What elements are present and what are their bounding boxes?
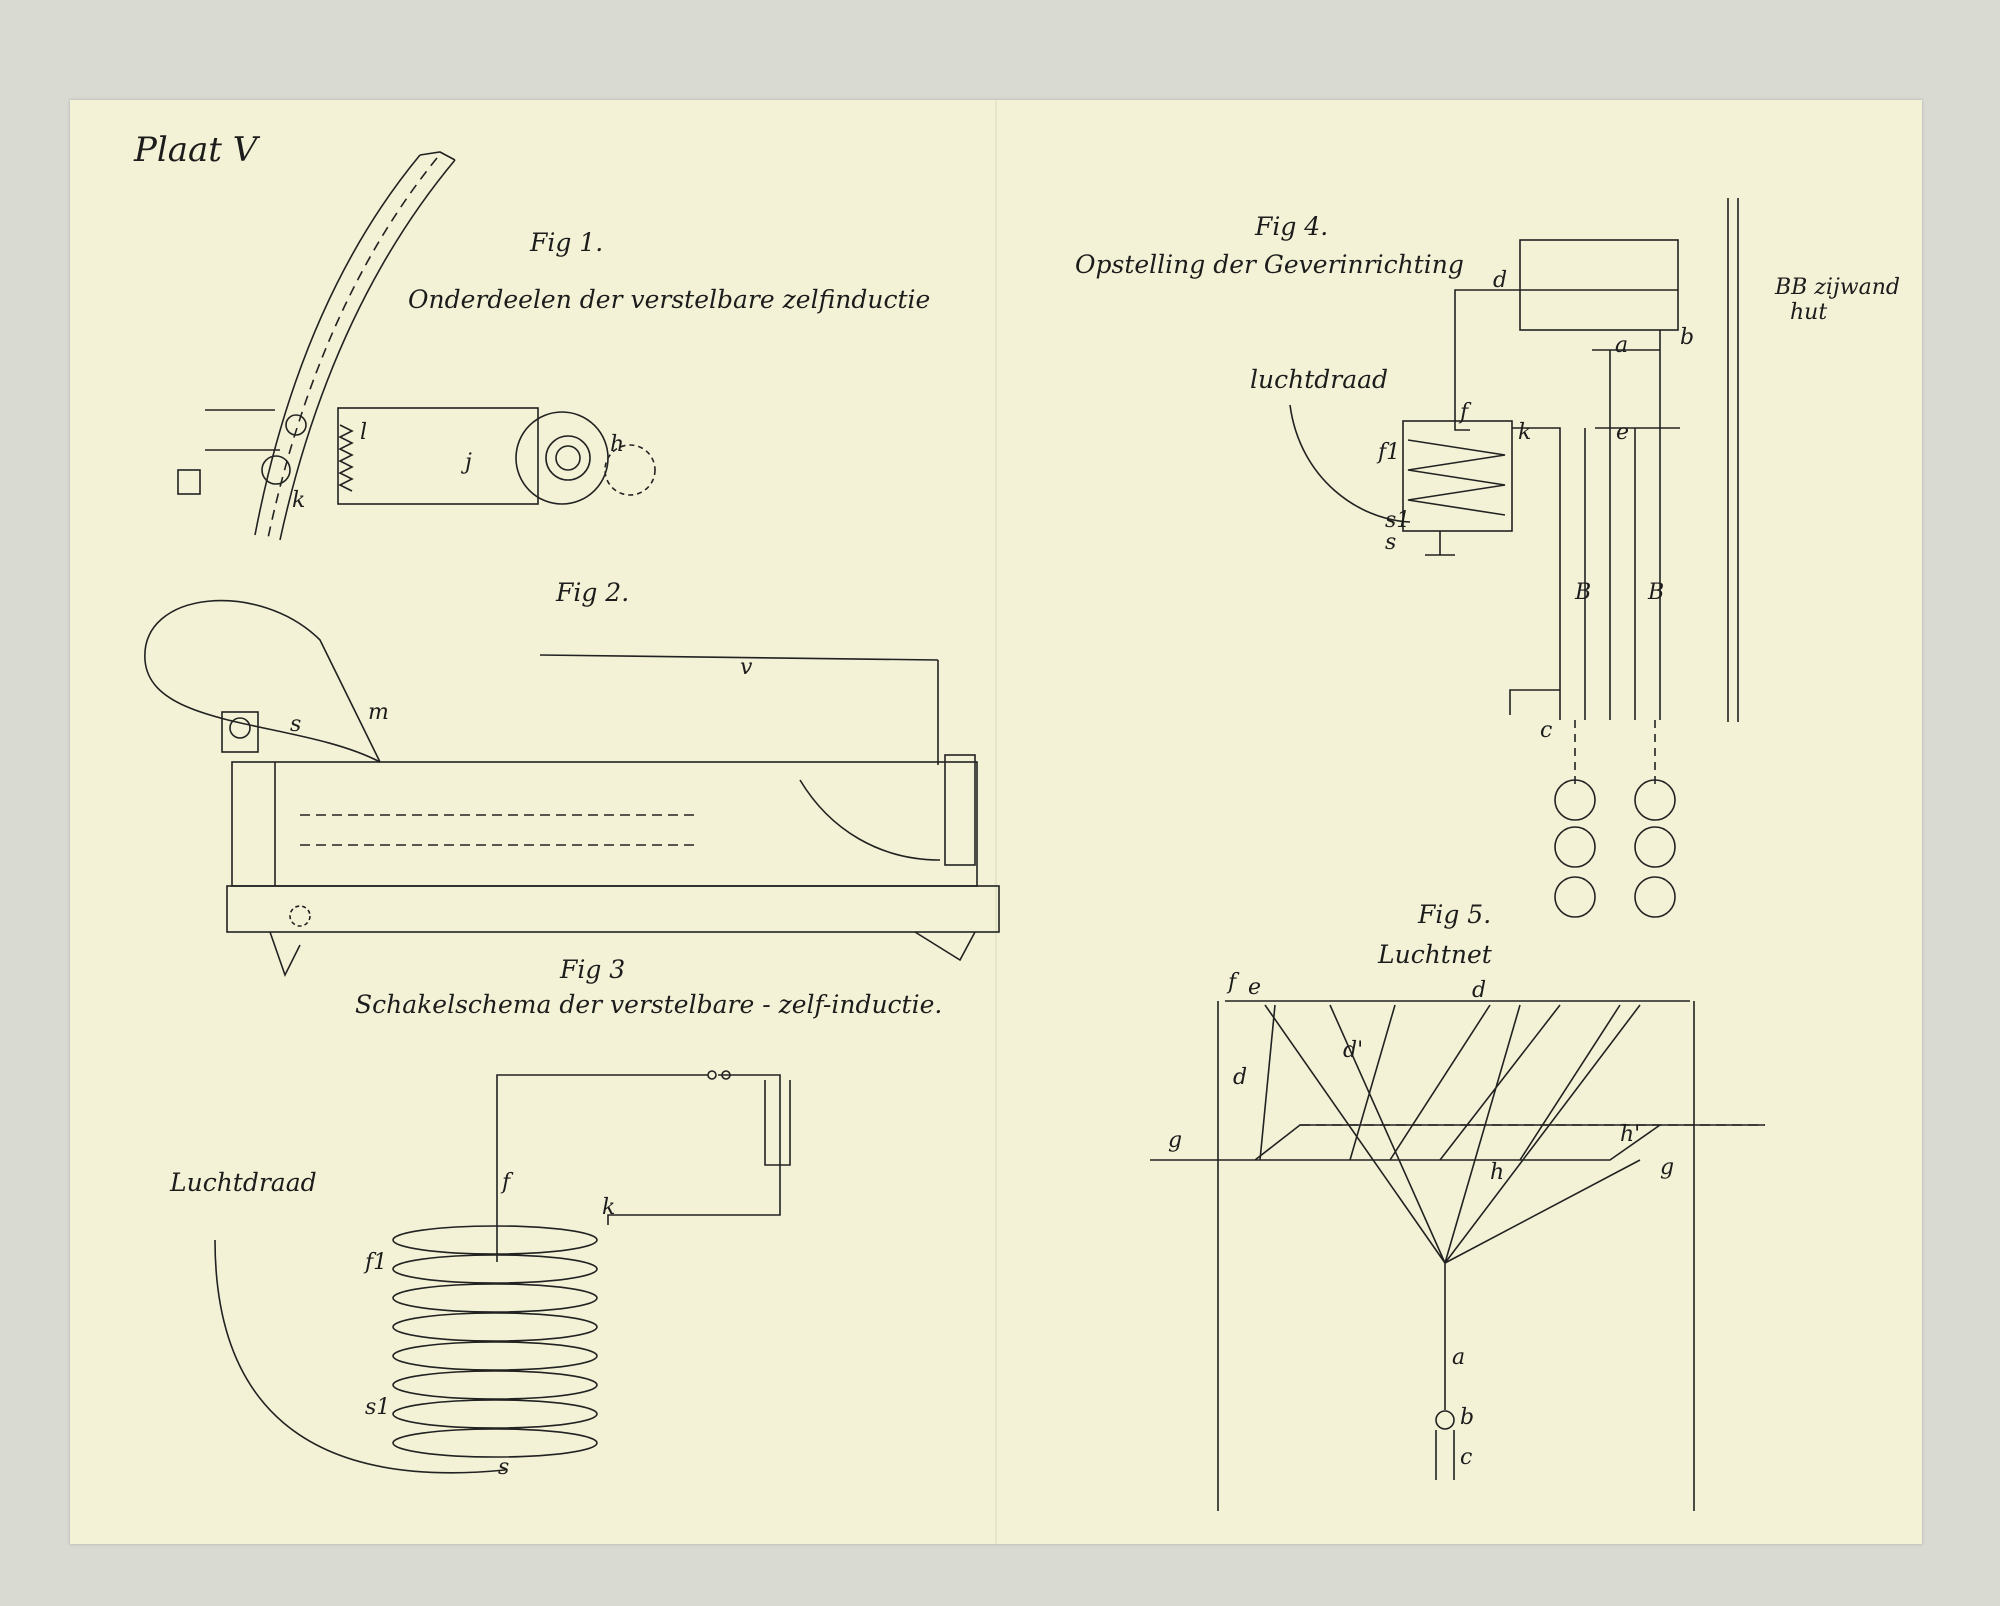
fig2-label-m: m — [368, 700, 389, 725]
fig5-label-g2: g — [1660, 1155, 1675, 1180]
fig4-title: Fig 4. — [1255, 212, 1329, 241]
fig4-drawing — [1289, 198, 1739, 918]
fig1-label-j: j — [465, 450, 472, 475]
fig5-label-c: c — [1460, 1445, 1473, 1470]
fig4-label-b: b — [1680, 325, 1695, 350]
fig3-label-s1: s1 — [365, 1395, 391, 1420]
plate-section — [1554, 826, 1596, 868]
fig5-title: Fig 5. — [1418, 900, 1492, 929]
fig3-title: Fig 3 — [560, 955, 626, 984]
fig4-label-B2: B — [1648, 580, 1665, 605]
coil-turn — [392, 1254, 598, 1284]
fig3-label-f1: f1 — [365, 1250, 388, 1275]
fig4-wall-label: BB zijwand — [1775, 275, 1900, 300]
fig4-label-c: c — [1540, 718, 1553, 743]
fig2-label-s: s — [290, 712, 302, 737]
fig1-label-k: k — [292, 488, 306, 513]
fig1-label-l: l — [360, 420, 368, 445]
fig4-wall-label-2: hut — [1790, 300, 1828, 325]
fig5-drawing — [1150, 1000, 1765, 1511]
coil-turn — [392, 1399, 598, 1429]
fig5-label-d2: d — [1233, 1065, 1248, 1090]
coil-turn — [392, 1370, 598, 1400]
plate-section — [1634, 876, 1676, 918]
fig1-subtitle: Onderdeelen der verstelbare zelfinductie — [408, 285, 931, 314]
fig4-label-k: k — [1518, 420, 1532, 445]
fig1-title: Fig 1. — [530, 228, 604, 257]
plate-title: Plaat V — [134, 130, 258, 170]
fig3-label-k: k — [602, 1195, 616, 1220]
fig4-label-a: a — [1615, 333, 1629, 358]
fig4-label-f: f — [1460, 400, 1469, 425]
fig2-title: Fig 2. — [556, 578, 630, 607]
fig3-drawing — [214, 1070, 791, 1474]
fig4-label-s1: s1 — [1385, 508, 1411, 533]
center-fold — [995, 100, 997, 1544]
fig4-label-e: e — [1616, 420, 1630, 445]
coil-turn — [392, 1225, 598, 1255]
fig5-label-f: f — [1228, 970, 1237, 995]
plate-section — [1634, 826, 1676, 868]
fig3-label-f: f — [502, 1170, 511, 1195]
fig3-subtitle: Schakelschema der verstelbare - zelf-ind… — [355, 990, 943, 1019]
fig5-label-d-prime: d' — [1343, 1038, 1364, 1063]
coil-turn — [392, 1283, 598, 1313]
fig5-label-e: e — [1248, 975, 1262, 1000]
fig5-label-a: a — [1452, 1345, 1466, 1370]
fig4-aerial-label: luchtdraad — [1250, 365, 1389, 394]
fig4-label-s: s — [1385, 530, 1397, 555]
fig4-label-f1: f1 — [1378, 440, 1401, 465]
fig5-label-g: g — [1168, 1128, 1183, 1153]
fig5-label-b: b — [1460, 1405, 1475, 1430]
fig4-label-d: d — [1493, 268, 1508, 293]
plate-section — [1554, 779, 1596, 821]
fig1-label-h: h — [610, 432, 625, 457]
fig2-label-v: v — [740, 655, 753, 680]
coil-turn — [392, 1428, 598, 1458]
fig5-subtitle: Luchtnet — [1378, 940, 1492, 969]
fig2-drawing — [144, 599, 1000, 978]
fig5-label-h-prime: h' — [1620, 1122, 1641, 1147]
fig5-label-h: h — [1490, 1160, 1505, 1185]
fig1-drawing — [177, 151, 656, 541]
plate-section — [1634, 779, 1676, 821]
fig3-label-s: s — [498, 1455, 510, 1480]
fig3-aerial-label: Luchtdraad — [170, 1168, 317, 1197]
fig4-label-B1: B — [1575, 580, 1592, 605]
coil-turn — [392, 1312, 598, 1342]
fig4-subtitle: Opstelling der Geverinrichting — [1075, 250, 1464, 279]
plate-section — [1554, 876, 1596, 918]
fig5-label-d: d — [1472, 978, 1487, 1003]
coil-turn — [392, 1341, 598, 1371]
